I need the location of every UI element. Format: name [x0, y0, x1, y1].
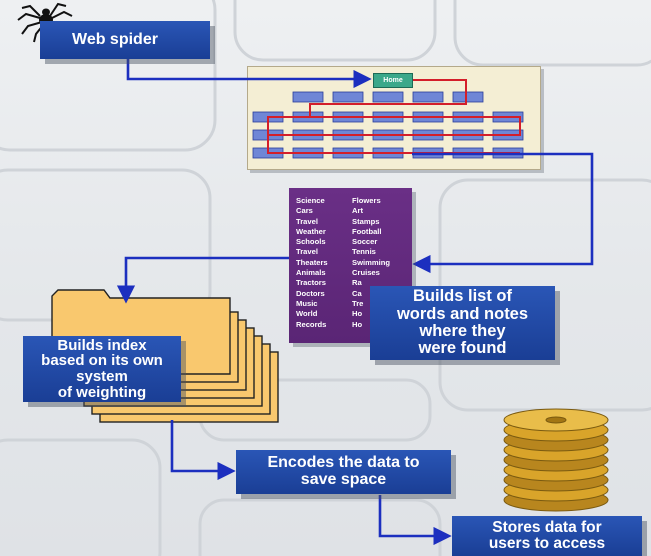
- word-item: Science: [296, 196, 325, 205]
- word-item: Tractors: [296, 278, 326, 288]
- encode-line: Encodes the data to: [267, 454, 420, 472]
- word-item: Weather: [296, 226, 326, 236]
- word-item: Doctors: [296, 288, 325, 298]
- word-item: Ho: [352, 309, 363, 319]
- word-item: Music: [296, 298, 318, 308]
- word-list-column-1: Science Cars Travel Weather Schools Trav…: [296, 196, 328, 330]
- word-item: World: [296, 309, 318, 319]
- word-item: Ca: [352, 288, 362, 298]
- encode-data-label: Encodes the data to save space: [267, 454, 420, 489]
- word-item: Travel: [296, 216, 318, 226]
- builds-index-line: Builds index: [57, 336, 147, 354]
- builds-list-line: Builds list of: [412, 287, 512, 306]
- word-item: Ho: [352, 319, 363, 329]
- builds-list-line: were found: [418, 339, 507, 358]
- word-item: Schools: [296, 237, 326, 247]
- encode-line: save space: [300, 471, 387, 488]
- word-item: Stamps: [352, 216, 380, 226]
- word-item: Soccer: [352, 237, 378, 247]
- builds-list-label: Builds list of words and notes where the…: [396, 287, 529, 358]
- word-item: Theaters: [296, 257, 328, 267]
- builds-index-line: of weighting: [57, 383, 147, 401]
- sitemap-home-label: Home: [373, 73, 413, 88]
- word-item: Travel: [296, 247, 318, 257]
- store-data-box: Stores data for users to access: [452, 516, 642, 556]
- web-spider-label: Web spider: [72, 30, 158, 48]
- builds-index-line: based on its own: [41, 352, 163, 370]
- store-line: Stores data for: [492, 518, 602, 536]
- word-item: Cars: [296, 206, 313, 216]
- word-item: Records: [296, 319, 327, 329]
- web-spider-box: Web spider: [40, 21, 210, 59]
- word-item: Cruises: [352, 268, 380, 278]
- word-item: Swimming: [352, 257, 390, 267]
- builds-index-box: Builds index based on its own system of …: [23, 336, 181, 402]
- builds-list-line: words and notes: [396, 304, 529, 323]
- word-list-column-2: Flowers Art Stamps Football Soccer Tenni…: [352, 196, 390, 330]
- word-item: Football: [352, 226, 382, 236]
- encode-data-box: Encodes the data to save space: [236, 450, 451, 494]
- store-line: users to access: [488, 535, 606, 552]
- word-item: Animals: [296, 268, 326, 278]
- word-item: Flowers: [352, 196, 381, 205]
- builds-index-line: system: [76, 368, 128, 385]
- store-data-label: Stores data for users to access: [488, 518, 606, 553]
- word-item: Art: [352, 206, 363, 216]
- word-item: Ra: [352, 278, 362, 288]
- word-item: Tennis: [352, 247, 376, 257]
- builds-index-label: Builds index based on its own system of …: [41, 336, 163, 401]
- builds-list-box: Builds list of words and notes where the…: [370, 286, 555, 360]
- builds-list-line: where they: [419, 322, 506, 340]
- word-item: Tre: [352, 298, 364, 308]
